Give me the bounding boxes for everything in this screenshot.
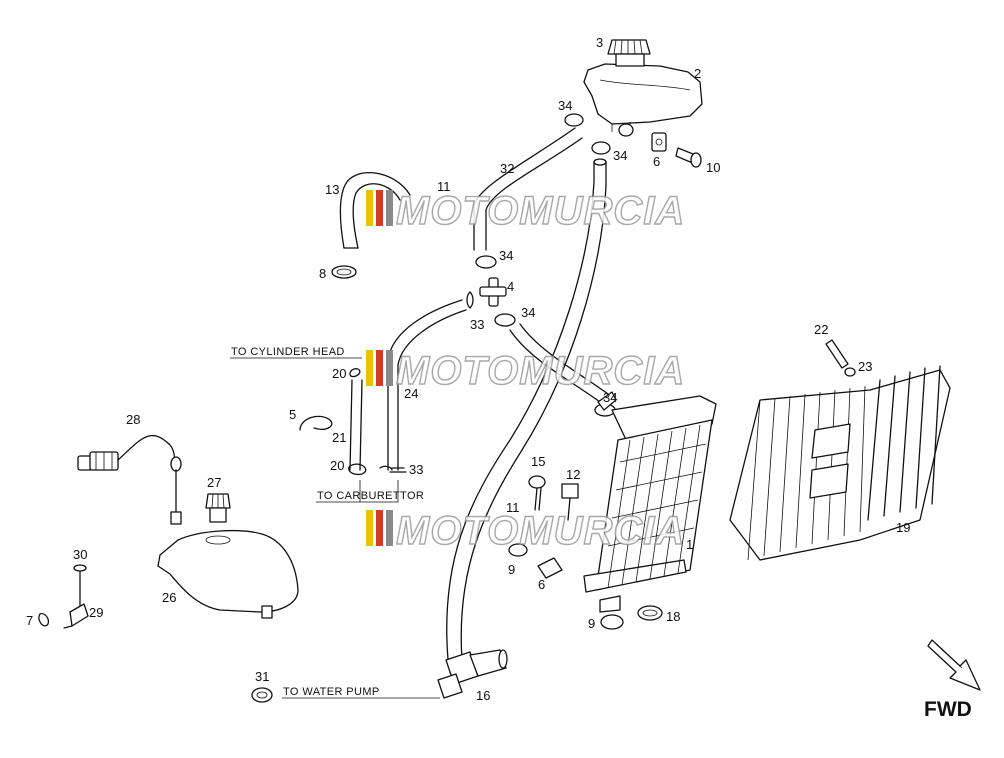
callout-34d: 34 (521, 305, 535, 320)
callout-26: 26 (162, 590, 176, 605)
callout-34a: 34 (558, 98, 572, 113)
hose-32 (473, 127, 583, 251)
callout-5: 5 (289, 407, 296, 422)
callout-12: 12 (566, 467, 580, 482)
callout-6b: 6 (538, 577, 545, 592)
callout-31: 31 (255, 669, 269, 684)
callout-34c: 34 (499, 248, 513, 263)
watermark-text-1: MOTOMURCIA (396, 189, 685, 233)
callout-6a: 6 (653, 154, 660, 169)
fwd-label: FWD (924, 698, 972, 721)
callout-24: 24 (404, 386, 418, 401)
callout-29: 29 (89, 605, 103, 620)
callout-18: 18 (666, 609, 680, 624)
callout-33a: 33 (470, 317, 484, 332)
clip-nut (651, 132, 667, 152)
callout-22: 22 (814, 322, 828, 337)
callout-30: 30 (73, 547, 87, 562)
watermark-2: MOTOMURCIA (366, 348, 685, 394)
callout-2: 2 (694, 66, 701, 81)
expansion-tank (583, 63, 703, 137)
clip-33 (379, 291, 474, 473)
callout-15: 15 (531, 454, 545, 469)
callout-34e: 34 (603, 390, 617, 405)
hose-21 (349, 379, 363, 471)
watermark-text-3: MOTOMURCIA (396, 509, 685, 553)
hose-13 (339, 172, 411, 249)
hose-to-radiator (509, 323, 617, 411)
callout-7: 7 (26, 613, 33, 628)
callout-9b: 9 (588, 616, 595, 631)
watermark-3: MOTOMURCIA (366, 508, 685, 554)
clip-7 (38, 612, 50, 627)
reservoir-26 (157, 529, 299, 619)
callout-27: 27 (207, 475, 221, 490)
callout-13: 13 (325, 182, 339, 197)
callout-23: 23 (858, 359, 872, 374)
callout-28: 28 (126, 412, 140, 427)
note-cylinder-head: TO CYLINDER HEAD (231, 346, 345, 358)
callout-10: 10 (706, 160, 720, 175)
callout-16: 16 (476, 688, 490, 703)
callout-4: 4 (507, 279, 514, 294)
tank-cap (607, 39, 651, 67)
clamp-18 (637, 605, 663, 621)
bolt-12 (561, 483, 579, 521)
grommet-9 (508, 543, 624, 630)
temp-sensor-28 (77, 434, 182, 525)
callout-8: 8 (319, 266, 326, 281)
bolt-22 (825, 339, 849, 369)
callout-3: 3 (596, 35, 603, 50)
main-hose-16 (446, 158, 607, 661)
radiator-1 (583, 395, 717, 613)
note-carburettor: TO CARBURETTOR (317, 490, 424, 502)
nut-6 (537, 557, 563, 579)
callout-9a: 9 (508, 562, 515, 577)
callout-20a: 20 (332, 366, 346, 381)
screw-15 (528, 475, 546, 511)
callout-20b: 20 (330, 458, 344, 473)
callout-11a: 11 (437, 179, 451, 194)
tee-connector-4 (479, 277, 507, 307)
forward-arrow-icon (927, 639, 981, 691)
cap-27 (205, 493, 231, 523)
washer-23 (844, 367, 856, 377)
callout-1: 1 (686, 537, 693, 552)
watermark-text-2: MOTOMURCIA (396, 349, 685, 393)
callout-19: 19 (896, 520, 910, 535)
note-water-pump: TO WATER PUMP (283, 686, 380, 698)
clamp-31 (251, 687, 273, 703)
clip-20 (348, 368, 367, 476)
callout-11b: 11 (506, 500, 520, 515)
radiator-grille-19 (729, 365, 951, 561)
callout-34b: 34 (613, 148, 627, 163)
cable-tie-5 (299, 415, 333, 431)
callout-21: 21 (332, 430, 346, 445)
bolt-10 (675, 147, 702, 168)
callout-33b: 33 (409, 462, 423, 477)
watermark-1: MOTOMURCIA (366, 188, 685, 234)
hose-clamp-8 (331, 265, 357, 279)
drain-valve-29 (63, 564, 89, 629)
callout-32: 32 (500, 161, 514, 176)
pump-connector-16 (437, 649, 508, 699)
